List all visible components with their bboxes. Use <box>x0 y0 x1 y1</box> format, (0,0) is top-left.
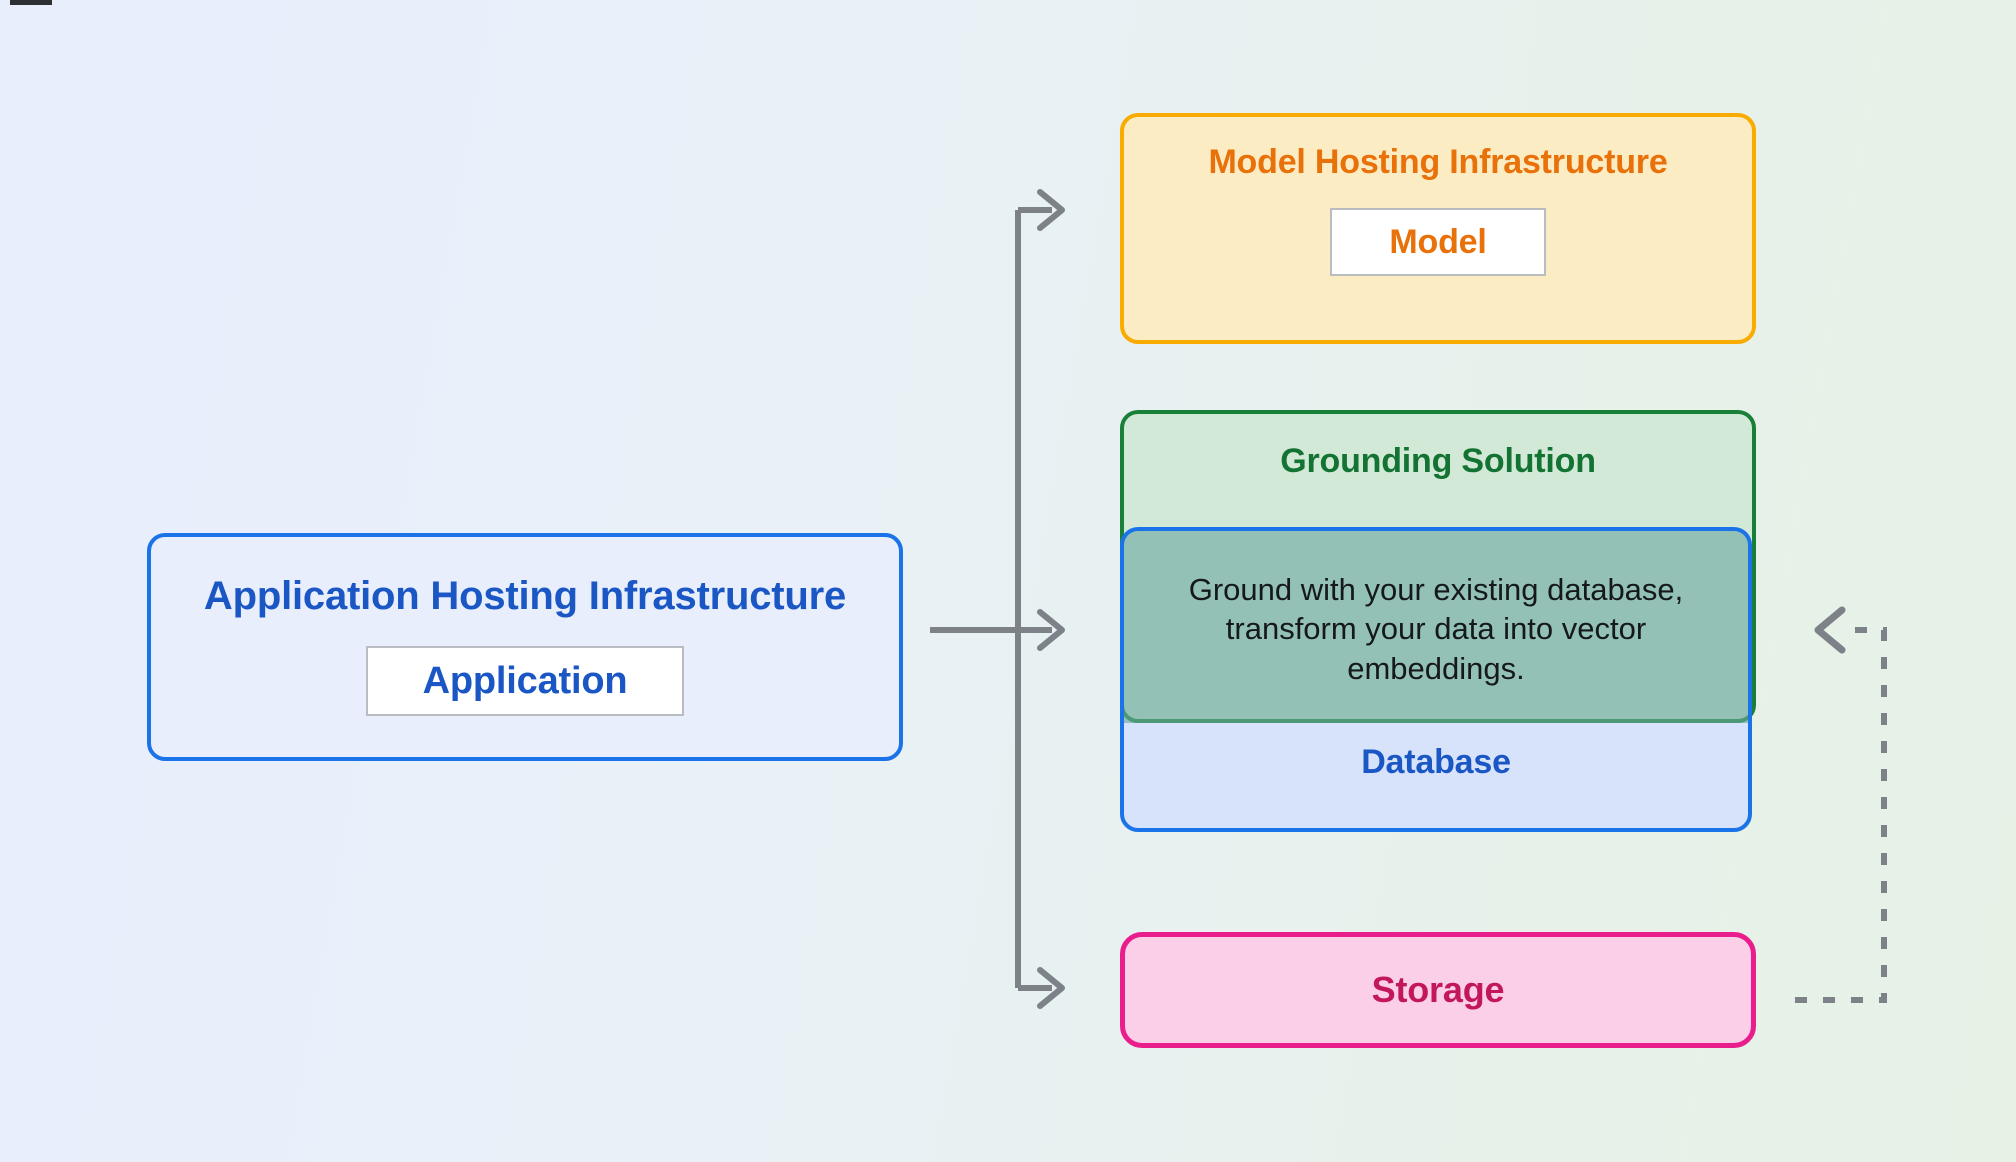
solid-arrowheads <box>1037 189 1065 1009</box>
database-title: Database <box>1361 743 1511 781</box>
storage-title: Storage <box>1371 969 1505 1010</box>
edge-application-branch <box>930 207 1052 991</box>
node-storage[interactable]: Storage <box>1120 932 1756 1048</box>
dashed-arrowhead <box>1814 606 1846 654</box>
chip-application-label: Application <box>422 659 628 702</box>
grounding-solution-description: Ground with your existing database, tran… <box>1188 572 1684 686</box>
node-application-hosting-infrastructure[interactable]: Application Hosting Infrastructure Appli… <box>147 533 903 761</box>
capture-artifact <box>10 0 52 5</box>
arrowhead-storage-icon <box>1037 967 1065 1009</box>
chip-application[interactable]: Application <box>366 646 684 716</box>
grounding-solution-title: Grounding Solution <box>1280 442 1596 480</box>
grounding-database-overlap[interactable]: Ground with your existing database, tran… <box>1120 527 1752 723</box>
arrowhead-model-hosting-icon <box>1037 189 1065 231</box>
edge-storage-to-database <box>1795 627 1887 1003</box>
edge-storage-to-database-path <box>1795 627 1887 1003</box>
model-hosting-title: Model Hosting Infrastructure <box>1208 143 1668 181</box>
node-model-hosting-infrastructure[interactable]: Model Hosting Infrastructure Model <box>1120 113 1756 344</box>
chip-model-label: Model <box>1389 222 1487 261</box>
chip-model[interactable]: Model <box>1330 208 1546 276</box>
arrowhead-grounding-solution-icon <box>1037 609 1065 651</box>
application-hosting-title: Application Hosting Infrastructure <box>203 574 847 618</box>
arrowhead-database-icon <box>1814 606 1846 654</box>
